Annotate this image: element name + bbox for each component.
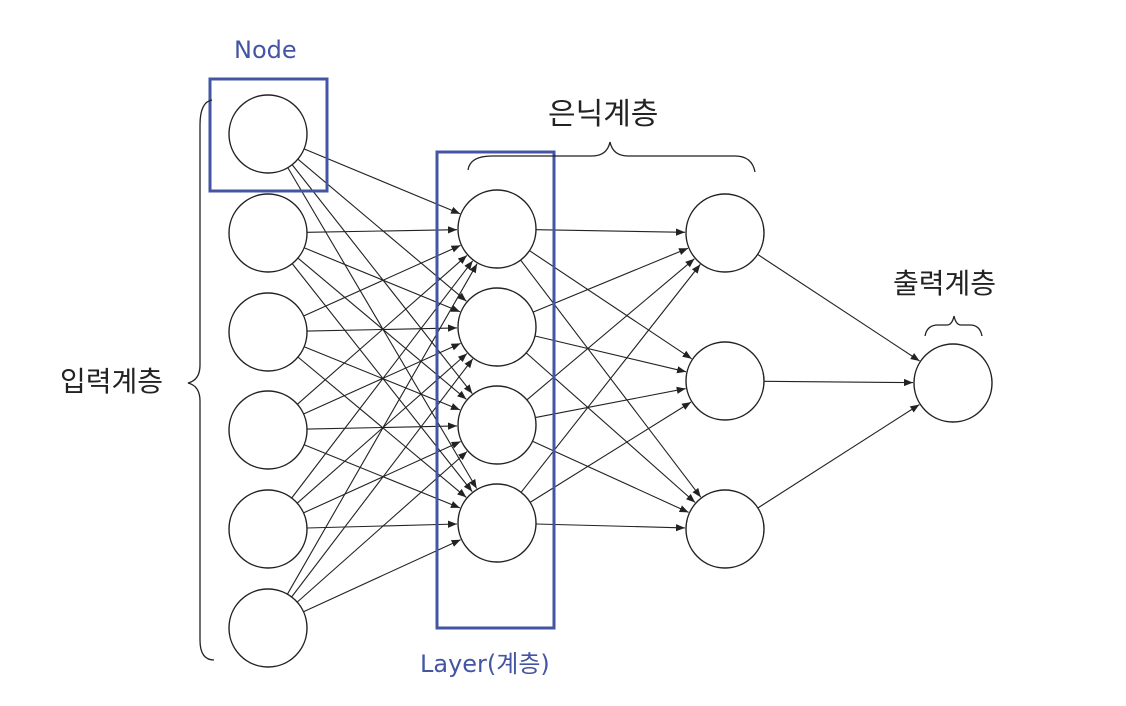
connection-arrow-l1-2-1 [535,386,686,419]
hidden-layer-label: 은닉계층 [548,97,659,132]
connection-arrow-l1-3-2 [535,523,686,532]
connection-arrow-l2-1-0 [763,378,914,387]
input-node-1-5 [228,489,308,569]
connection-arrow-l0-3-3 [303,444,461,509]
connection-arrow-l1-2-2 [532,440,689,513]
connection-arrow-l0-3-0 [296,254,468,405]
connection-arrow-l0-1-0 [306,226,458,234]
connection-arrow-l1-1-1 [534,335,687,374]
node-label: Node [234,36,297,64]
layer-label: Layer(계층) [420,650,550,678]
connection-arrow-l0-0-0 [303,148,461,215]
hidden-node-2-4 [457,483,537,563]
input-node-1-2 [228,193,308,273]
connection-arrow-l0-1-3 [291,263,473,492]
connection-arrow-l0-5-2 [296,451,468,603]
connection-arrow-l1-3-0 [520,264,701,493]
output-layer-label: 출력계층 [893,267,997,300]
hidden-node-2-1 [457,189,537,269]
input-node-1-6 [228,588,308,668]
connection-arrow-l0-5-3 [303,539,461,613]
node-highlight-box [208,77,329,193]
connection-arrow-l0-5-0 [286,263,478,595]
hidden-layer-brace [467,141,756,173]
connection-arrow-l1-0-0 [535,228,686,236]
input-layer-brace [187,99,215,661]
connection-arrow-l1-0-1 [529,250,693,360]
connection-arrow-l0-2-0 [303,244,461,317]
hidden-node-3-1 [685,193,765,273]
connection-arrow-l0-0-3 [287,167,478,489]
connection-arrow-l0-1-1 [303,247,461,313]
input-layer-label: 입력계층 [60,365,164,398]
connection-arrow-l0-3-2 [306,422,458,430]
hidden-node-2-2 [457,287,537,367]
connection-arrow-l0-4-0 [291,260,474,499]
connection-arrow-l0-0-2 [291,164,473,394]
hidden-node-3-2 [685,341,765,421]
hidden-node-3-3 [685,489,765,569]
connection-arrow-l2-2-0 [757,404,920,509]
connection-arrow-l1-3-1 [529,401,692,503]
input-node-1-1 [228,94,308,174]
output-node-4-1 [913,343,993,423]
input-node-1-3 [228,292,308,372]
input-node-1-4 [228,390,308,470]
connection-arrow-l1-1-0 [532,247,689,313]
connection-arrow-l1-1-2 [525,352,696,503]
connection-arrow-l0-4-3 [306,520,458,529]
connection-arrow-l0-5-1 [291,358,474,598]
layer-highlight-box [435,150,556,630]
output-layer-brace [924,315,983,337]
connection-arrow-l2-0-0 [757,253,920,362]
hidden-node-2-3 [457,385,537,465]
